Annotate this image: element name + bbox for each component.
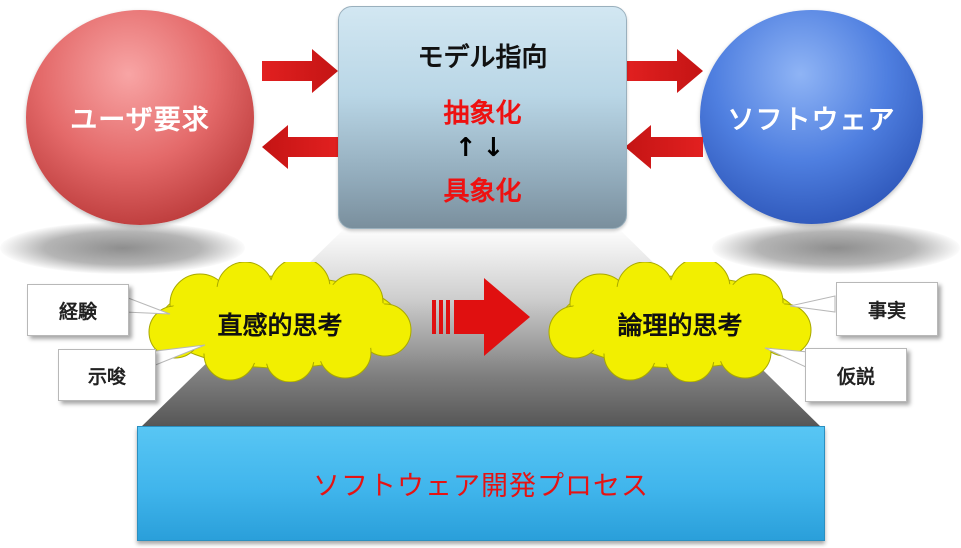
abstraction-label: 抽象化 bbox=[443, 99, 522, 129]
arrow-right-right-pair bbox=[625, 49, 703, 93]
flow-arrows bbox=[262, 49, 703, 169]
callout-suggestion-label: 示唆 bbox=[87, 365, 126, 388]
right-circle-shadow bbox=[712, 222, 960, 274]
callout-fact: 事実 bbox=[836, 282, 938, 336]
arrow-left-right-pair bbox=[625, 125, 703, 169]
callout-suggestion: 示唆 bbox=[58, 349, 156, 401]
software-circle: ソフトウェア bbox=[700, 10, 923, 224]
callout-hypothesis: 仮説 bbox=[805, 348, 907, 402]
software-label: ソフトウェア bbox=[727, 104, 896, 136]
callout-hypothesis-label: 仮説 bbox=[836, 365, 875, 388]
model-oriented-box: モデル指向 抽象化 ↑↓ 具象化 bbox=[338, 6, 627, 229]
intuitive-thinking-cloud bbox=[148, 262, 412, 382]
left-circle-shadow bbox=[0, 222, 245, 274]
software-development-process-label: ソフトウェア開発プロセス bbox=[313, 471, 649, 502]
logical-thinking-label: 論理的思考 bbox=[617, 311, 743, 340]
callout-fact-label: 事実 bbox=[867, 299, 906, 322]
callout-experience-label: 経験 bbox=[58, 300, 97, 323]
model-oriented-title: モデル指向 bbox=[417, 43, 548, 73]
intuitive-thinking-label: 直感的思考 bbox=[217, 311, 343, 340]
concretization-label: 具象化 bbox=[443, 177, 522, 207]
up-down-arrows: ↑↓ bbox=[454, 133, 511, 163]
software-development-process-bar: ソフトウェア開発プロセス bbox=[137, 426, 825, 541]
user-requirements-label: ユーザ要求 bbox=[70, 105, 210, 136]
user-requirements-circle: ユーザ要求 bbox=[26, 10, 254, 225]
arrow-left-left-pair bbox=[262, 125, 338, 169]
logical-thinking-cloud bbox=[548, 262, 812, 382]
callout-experience: 経験 bbox=[27, 284, 129, 336]
arrow-right-left-pair bbox=[262, 49, 338, 93]
thinking-transition-arrow bbox=[432, 278, 530, 356]
